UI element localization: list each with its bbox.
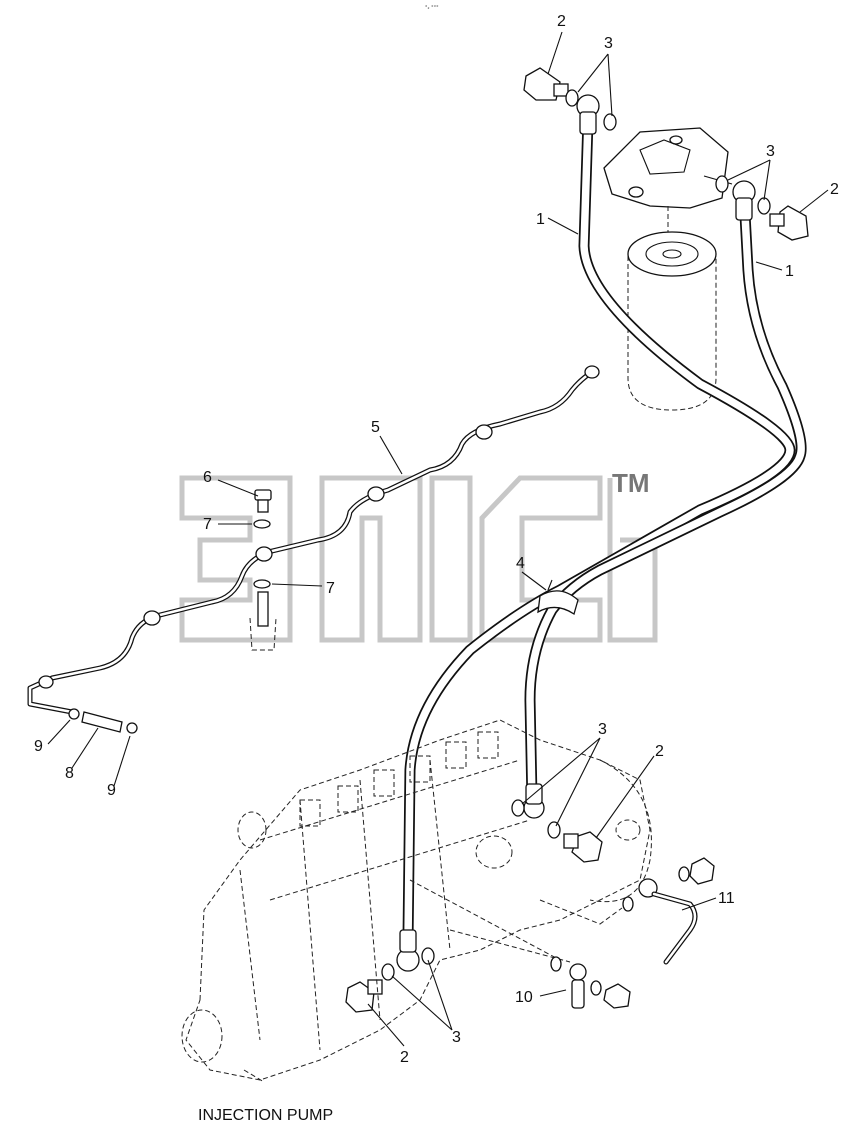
- banjo-bolt-mid: [563, 831, 603, 863]
- callout-labels: 2 3 3 2 1 1 5 6 7 7 4 9 8 9 3 2 11 10 3 …: [34, 13, 839, 1066]
- hose-clip-right: [126, 722, 138, 734]
- callout-9-left: 9: [34, 738, 43, 755]
- callout-7-lower: 7: [326, 580, 335, 597]
- callout-9-right: 9: [107, 782, 116, 799]
- callout-7-upper: 7: [203, 516, 212, 533]
- hose-clamp: [537, 579, 579, 616]
- banjo-union: [550, 956, 631, 1009]
- callout-2-top: 2: [557, 13, 566, 30]
- callout-10: 10: [515, 989, 533, 1006]
- header-mark: °₂ °°°: [425, 5, 439, 11]
- diagram-caption: INJECTION PUMP: [198, 1107, 333, 1124]
- rubber-hose: [81, 711, 123, 733]
- return-hose-left: [402, 114, 796, 946]
- callout-1-right: 1: [785, 263, 794, 280]
- return-hose-right: [524, 190, 807, 806]
- callout-6: 6: [203, 469, 212, 486]
- callout-2-right: 2: [830, 181, 839, 198]
- callout-2-mid: 2: [655, 743, 664, 760]
- banjo-bolt-top: [523, 67, 569, 101]
- hollow-screw: [254, 489, 272, 513]
- banjo-bolt-bottom: [345, 979, 383, 1013]
- callout-1-left: 1: [536, 211, 545, 228]
- callout-3-bottom: 3: [452, 1029, 461, 1046]
- callout-11: 11: [718, 890, 735, 907]
- sealing-washers: [381, 89, 771, 981]
- leader-lines: [47, 31, 829, 1047]
- washer-lower: [253, 579, 271, 589]
- callout-4: 4: [516, 555, 525, 572]
- leak-off-pipe: [27, 365, 600, 715]
- return-pipe: [622, 857, 715, 965]
- hose-clip-left: [68, 708, 80, 720]
- fuel-filter: [603, 127, 733, 411]
- injection-pump: [181, 719, 652, 1083]
- callout-8: 8: [65, 765, 74, 782]
- callout-5: 5: [371, 419, 380, 436]
- banjo-bolt-right: [769, 205, 809, 241]
- washer-upper: [253, 519, 271, 529]
- callout-2-bottom: 2: [400, 1049, 409, 1066]
- injector-nozzle: [249, 591, 277, 651]
- callout-3-right: 3: [766, 143, 775, 160]
- callout-3-mid: 3: [598, 721, 607, 738]
- callout-3-top: 3: [604, 35, 613, 52]
- trademark: TM: [612, 468, 650, 498]
